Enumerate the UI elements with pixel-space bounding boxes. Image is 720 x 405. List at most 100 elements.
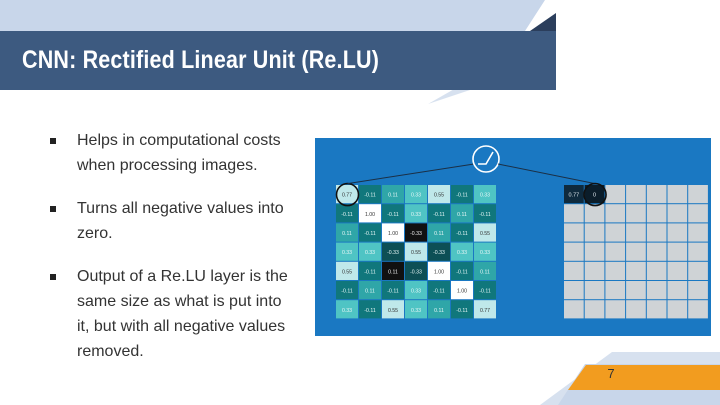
matrix-value: -0.33 [410,231,422,237]
output-cell [667,281,688,300]
output-cell [688,242,708,261]
output-cell [688,204,708,223]
matrix-cell [451,300,473,319]
bullet-list: Helps in computational costs when proces… [46,128,296,382]
output-cell [688,223,708,242]
matrix-value: -0.11 [456,269,468,275]
matrix-cell [428,261,450,280]
matrix-cell [336,261,358,280]
bullet-text: Turns all negative values into zero. [77,200,284,242]
matrix-cell [336,204,358,223]
output-cell [626,242,646,261]
matrix-value: 0.11 [434,308,444,314]
matrix-cell [474,185,496,204]
matrix-cell [359,223,381,242]
bullet-item: Helps in computational costs when proces… [46,128,296,178]
output-cell [626,204,646,223]
input-focus-circle [335,182,360,207]
matrix-value: -0.11 [364,269,376,275]
matrix-cell [405,242,427,261]
output-cell [646,261,667,280]
output-cell [584,223,605,242]
matrix-value: 0.33 [457,250,467,256]
matrix-value: 0.33 [411,212,421,218]
output-cell [626,185,646,204]
output-cell [626,300,646,319]
matrix-cell [336,242,358,261]
output-cell [667,185,688,204]
matrix-value: -0.33 [433,250,445,256]
output-cell [584,185,605,204]
matrix-value: 0.33 [411,193,421,199]
output-cell [605,242,626,261]
output-cell [584,261,605,280]
matrix-cell [428,185,450,204]
output-cell [646,223,667,242]
matrix-cell [382,223,404,242]
matrix-value: 0.77 [480,308,490,314]
matrix-cell [359,242,381,261]
matrix-cell [474,300,496,319]
output-cell [605,204,626,223]
output-cell [584,204,605,223]
output-cell [564,223,584,242]
matrix-cell [336,223,358,242]
matrix-value: 0.33 [411,308,421,314]
matrix-cell [405,185,427,204]
bullet-marker-icon [50,274,56,280]
matrix-value: 0.11 [388,193,398,199]
output-cell [605,185,626,204]
output-cell [667,223,688,242]
output-cell [667,204,688,223]
matrix-value: -0.33 [387,250,399,256]
bullet-item: Output of a Re.LU layer is the same size… [46,264,296,364]
matrix-cell [428,223,450,242]
matrix-value: -0.33 [410,269,422,275]
page-number: 7 [607,366,615,381]
matrix-cell [382,242,404,261]
matrix-value: 0.33 [342,250,352,256]
matrix-value: -0.11 [364,308,376,314]
matrix-cell [451,261,473,280]
matrix-value: 1.00 [434,269,444,275]
output-cell [564,242,584,261]
matrix-cell [336,281,358,300]
matrix-value: 0.11 [434,231,444,237]
matrix-cell [474,281,496,300]
matrix-value: 0.11 [388,269,398,275]
matrix-cell [382,185,404,204]
output-focus-circle [583,182,607,207]
output-cell [564,185,584,204]
output-cell [564,281,584,300]
matrix-cell [359,281,381,300]
matrix-value: -0.11 [387,289,399,295]
matrix-value: 0.11 [365,289,375,295]
output-cell [605,300,626,319]
bullet-marker-icon [50,138,56,144]
output-cell [564,204,584,223]
matrix-value: -0.11 [433,289,445,295]
matrix-cell [382,300,404,319]
bullet-item: Turns all negative values into zero. [46,196,296,246]
bullet-text: Helps in computational costs when proces… [77,132,281,174]
matrix-cell [474,261,496,280]
matrix-cell [451,185,473,204]
matrix-value: 1.00 [365,212,375,218]
output-cell [626,261,646,280]
matrix-value: 0.55 [411,250,421,256]
output-cell [584,281,605,300]
relu-curve-icon [478,151,494,165]
matrix-value: 1.00 [388,231,398,237]
matrix-value: -0.11 [479,289,491,295]
matrix-value: 0.77 [342,193,352,199]
output-cell [646,281,667,300]
matrix-cell [359,185,381,204]
matrix-cell [474,242,496,261]
bullet-text: Output of a Re.LU layer is the same size… [77,268,288,360]
output-cell [646,204,667,223]
matrix-value: 0.11 [457,212,467,218]
matrix-cell [451,281,473,300]
matrix-value: -0.11 [479,212,491,218]
matrix-cell [382,261,404,280]
